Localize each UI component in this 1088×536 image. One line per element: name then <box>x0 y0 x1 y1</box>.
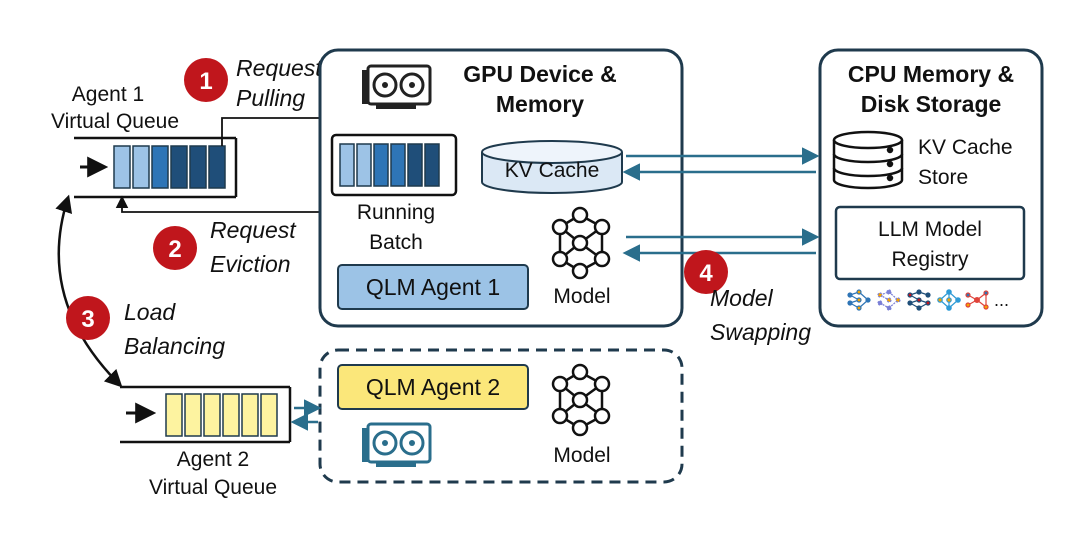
step-1-number: 1 <box>199 68 212 95</box>
step-3-label-line1: Load <box>124 299 176 325</box>
gpu-box: GPU Device & Memory Running Batch KV Cac… <box>318 48 684 328</box>
cpu-box: CPU Memory & Disk Storage KV Cache Store… <box>818 48 1044 328</box>
agent2-queue-label-line2: Virtual Queue <box>149 476 277 499</box>
database-icon <box>832 130 904 190</box>
agent1-queue: Agent 1 Virtual Queue <box>51 83 238 199</box>
step-4: 4 Model Swapping <box>684 250 811 345</box>
agent2-queue: Agent 2 Virtual Queue <box>120 385 292 499</box>
step-4-number: 4 <box>699 260 713 287</box>
model-icons-row: ... <box>847 289 1009 311</box>
step-1: 1 Request Pulling <box>184 55 323 111</box>
step-2-label-line2: Eviction <box>210 251 291 277</box>
registry-label-line1: LLM Model <box>878 218 982 241</box>
kv-cache: KV Cache <box>481 140 623 194</box>
step-2-badge <box>153 226 197 270</box>
step-4-label-line2: Swapping <box>710 319 811 345</box>
gpu2-model-label: Model <box>553 444 610 467</box>
gpu-card-icon <box>362 64 432 109</box>
agent2-queue-slots <box>165 393 278 437</box>
agent1-queue-label-line1: Agent 1 <box>72 83 144 106</box>
step-4-label-line1: Model <box>710 285 774 311</box>
llm-model-registry: LLM Model Registry <box>834 205 1026 281</box>
agent2-gpu-arrows <box>290 399 322 431</box>
running-batch-label-line2: Batch <box>369 231 423 254</box>
kv-cache-label: KV Cache <box>505 159 600 182</box>
qlm-agent-2-label: QLM Agent 2 <box>366 374 500 400</box>
kv-cache-transfer-arrows <box>622 147 820 181</box>
gpu-box-2: QLM Agent 2 Model <box>318 348 684 484</box>
kv-store-label-line2: Store <box>918 166 968 189</box>
kv-store-label-line1: KV Cache <box>918 136 1013 159</box>
running-batch-label-line1: Running <box>357 201 435 224</box>
small-model-icon <box>937 289 961 311</box>
agent1-queue-slots <box>113 145 226 189</box>
small-model-icon <box>877 289 901 311</box>
registry-ellipsis: ... <box>994 290 1009 310</box>
step-3-label-line2: Balancing <box>124 333 225 359</box>
step-3-number: 3 <box>81 306 94 333</box>
step-4-badge <box>684 250 728 294</box>
registry-label-line2: Registry <box>891 248 969 271</box>
gpu-card-icon-2 <box>362 422 432 467</box>
step-2-label-line1: Request <box>210 217 297 243</box>
agent1-queue-label-line2: Virtual Queue <box>51 110 179 133</box>
neural-network-icon <box>551 206 611 280</box>
small-model-icon <box>907 289 931 311</box>
cpu-box-title-line2: Disk Storage <box>861 91 1002 117</box>
step-1-label-line1: Request <box>236 55 323 81</box>
small-model-icon <box>847 289 871 311</box>
gpu-box-title-line1: GPU Device & <box>463 61 616 87</box>
step-3: 3 Load Balancing <box>55 194 225 388</box>
step-2-number: 2 <box>168 236 181 263</box>
step-2: 2 Request Eviction <box>153 217 297 277</box>
agent2-queue-label-line1: Agent 2 <box>177 448 249 471</box>
step-1-badge <box>184 58 228 102</box>
gpu-model-label: Model <box>553 285 610 308</box>
small-model-icon <box>965 290 989 310</box>
gpu-box-title-line2: Memory <box>496 91 584 117</box>
running-batch: Running Batch <box>330 133 458 254</box>
step-3-badge <box>66 296 110 340</box>
load-balancing-arrow <box>55 194 123 388</box>
model-swap-arrows <box>622 228 820 262</box>
qlm-agent-2: QLM Agent 2 <box>337 364 529 410</box>
neural-network-icon-2 <box>551 363 611 437</box>
qlm-agent-1: QLM Agent 1 <box>337 264 529 310</box>
qlm-agent-1-label: QLM Agent 1 <box>366 274 500 300</box>
step-1-label-line2: Pulling <box>236 85 305 111</box>
request-eviction-arrow <box>115 190 345 213</box>
cpu-box-title-line1: CPU Memory & <box>848 61 1014 87</box>
